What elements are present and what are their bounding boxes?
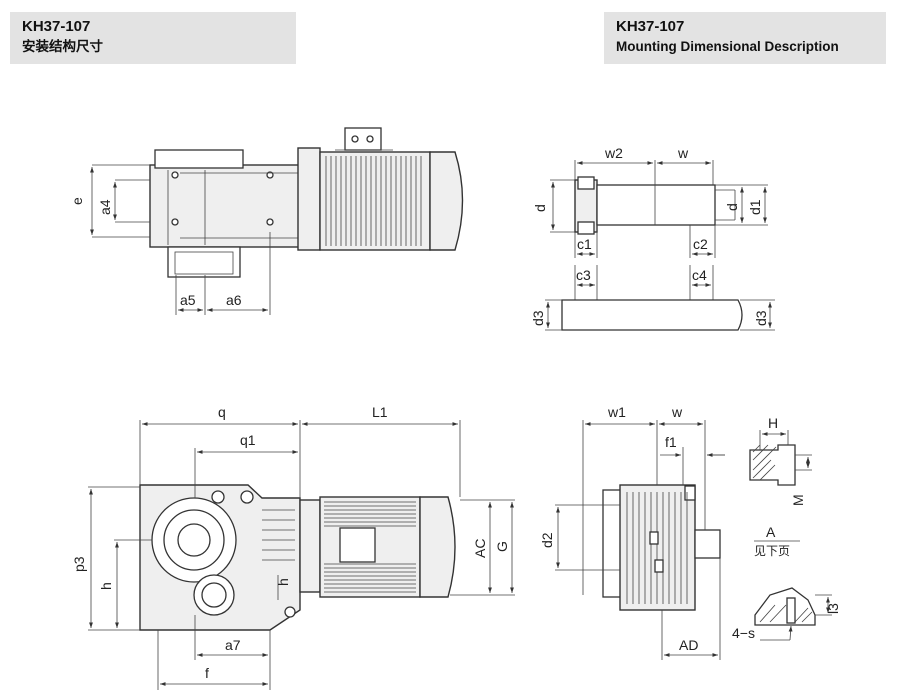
label-c3: c3 (576, 267, 591, 283)
label-d-right: d (724, 203, 740, 211)
label-a5: a5 (180, 292, 196, 308)
header-right-model: KH37-107 (616, 18, 685, 35)
label-h-small: h (275, 578, 291, 586)
header-right: KH37-107 Mounting Dimensional Descriptio… (604, 12, 886, 64)
label-l3: l3 (825, 603, 841, 614)
label-w-side: w (671, 404, 683, 420)
label-d3-right: d3 (753, 310, 769, 326)
label-G: G (494, 541, 510, 552)
label-w-shaft: w (677, 145, 689, 161)
label-q1: q1 (240, 432, 256, 448)
header-left: KH37-107 安装结构尺寸 (10, 12, 296, 64)
label-a4: a4 (97, 199, 113, 215)
label-a7: a7 (225, 637, 241, 653)
label-e: e (69, 197, 85, 205)
top-view-drawing: e a4 a5 a6 (69, 127, 464, 315)
label-M: M (790, 494, 806, 506)
label-d-left: d (532, 204, 548, 212)
label-c1: c1 (577, 236, 592, 252)
detail-views-drawing: H M A 见下页 l3 4−s (732, 415, 841, 641)
label-AD: AD (679, 637, 698, 653)
label-d3-left: d3 (530, 310, 546, 326)
label-c2: c2 (693, 236, 708, 252)
label-p3: p3 (71, 556, 87, 572)
header-right-subtitle: Mounting Dimensional Description (616, 39, 839, 54)
label-f1: f1 (665, 434, 677, 450)
label-d1: d1 (747, 199, 763, 215)
label-w2: w2 (604, 145, 623, 161)
shaft-detail-drawing: w2 w d d d1 c1 c2 c3 c4 (530, 145, 775, 331)
label-H: H (768, 415, 778, 431)
side-view-drawing: w1 w f1 d2 AD (539, 404, 725, 660)
label-d2: d2 (539, 532, 555, 548)
label-see-next-page: 见下页 (754, 544, 790, 558)
label-4-s: 4−s (732, 625, 755, 641)
label-a6: a6 (226, 292, 242, 308)
header-left-subtitle: 安装结构尺寸 (22, 39, 103, 54)
label-A: A (766, 524, 776, 540)
header-left-model: KH37-107 (22, 18, 91, 35)
label-f: f (205, 665, 209, 681)
label-L1: L1 (372, 404, 388, 420)
label-AC: AC (472, 539, 488, 558)
label-h: h (98, 582, 114, 590)
label-q: q (218, 404, 226, 420)
label-c4: c4 (692, 267, 707, 283)
label-w1: w1 (607, 404, 626, 420)
front-view-drawing: q L1 q1 p3 h h AC G a7 f (71, 404, 515, 690)
